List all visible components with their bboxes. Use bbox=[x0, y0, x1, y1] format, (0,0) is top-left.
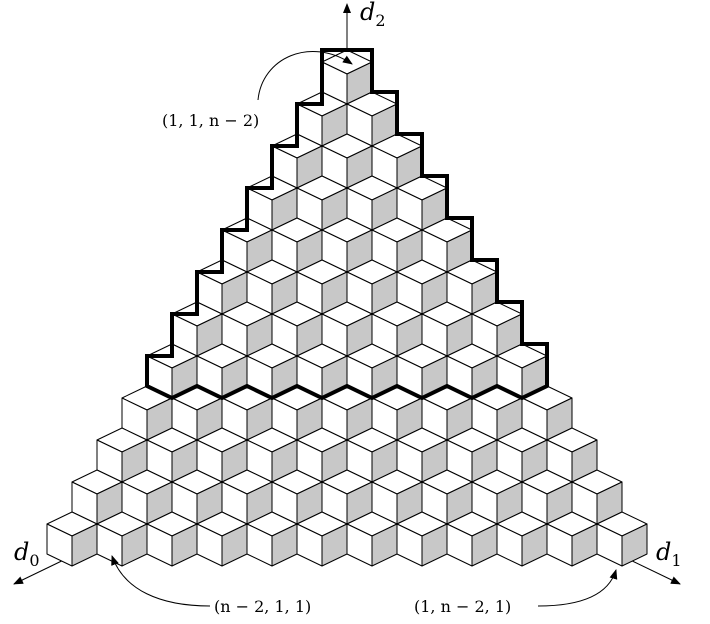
cube bbox=[396, 175, 448, 231]
cube bbox=[196, 427, 248, 483]
cube bbox=[596, 511, 648, 567]
cube bbox=[296, 175, 348, 231]
cube bbox=[496, 427, 548, 483]
cube bbox=[221, 301, 273, 357]
cube bbox=[321, 217, 373, 273]
cube bbox=[196, 511, 248, 567]
cube bbox=[396, 511, 448, 567]
cube bbox=[271, 301, 323, 357]
top-annotation-label: (1, 1, n − 2) bbox=[162, 111, 259, 130]
cube bbox=[396, 427, 448, 483]
cube bbox=[346, 427, 398, 483]
cube bbox=[296, 259, 348, 315]
cube bbox=[446, 427, 498, 483]
cube bbox=[271, 469, 323, 525]
bottom-left-annotation-arrow bbox=[111, 555, 211, 607]
cube bbox=[246, 175, 298, 231]
cube bbox=[71, 469, 123, 525]
cube bbox=[146, 511, 198, 567]
cube bbox=[296, 427, 348, 483]
cube bbox=[471, 301, 523, 357]
cube-right-face bbox=[621, 523, 648, 567]
top-annotation-arrow bbox=[257, 50, 353, 101]
cube bbox=[296, 511, 348, 567]
cube bbox=[471, 469, 523, 525]
cube bbox=[446, 259, 498, 315]
cube bbox=[146, 427, 198, 483]
cube bbox=[396, 259, 448, 315]
cube bbox=[521, 469, 573, 525]
cube bbox=[546, 427, 598, 483]
cube bbox=[371, 301, 423, 357]
cube bbox=[246, 511, 298, 567]
bottom-right-annotation-arrow bbox=[537, 569, 618, 607]
cube bbox=[546, 511, 598, 567]
d2-axis-label: d2 bbox=[360, 0, 386, 30]
cube bbox=[96, 427, 148, 483]
cube bbox=[346, 511, 398, 567]
cube bbox=[221, 469, 273, 525]
cube bbox=[321, 469, 373, 525]
bottom-right-annotation-label: (1, n − 2, 1) bbox=[414, 597, 511, 616]
cube bbox=[371, 217, 423, 273]
d1-axis-label: d1 bbox=[656, 538, 682, 570]
cube bbox=[346, 91, 398, 147]
d0-axis-label: d0 bbox=[14, 538, 40, 570]
cube bbox=[271, 217, 323, 273]
cube bbox=[571, 469, 623, 525]
cube bbox=[396, 343, 448, 399]
cube bbox=[346, 259, 398, 315]
cube-lattice bbox=[46, 49, 648, 567]
bottom-left-annotation-label: (n − 2, 1, 1) bbox=[214, 597, 311, 616]
cube bbox=[446, 511, 498, 567]
cube bbox=[421, 217, 473, 273]
cube bbox=[121, 385, 173, 441]
cube bbox=[321, 301, 373, 357]
cube bbox=[171, 469, 223, 525]
cube bbox=[96, 511, 148, 567]
cube bbox=[421, 469, 473, 525]
cube bbox=[321, 133, 373, 189]
highlighted-region-outline bbox=[145, 48, 549, 401]
cube bbox=[496, 511, 548, 567]
cube bbox=[46, 511, 98, 567]
